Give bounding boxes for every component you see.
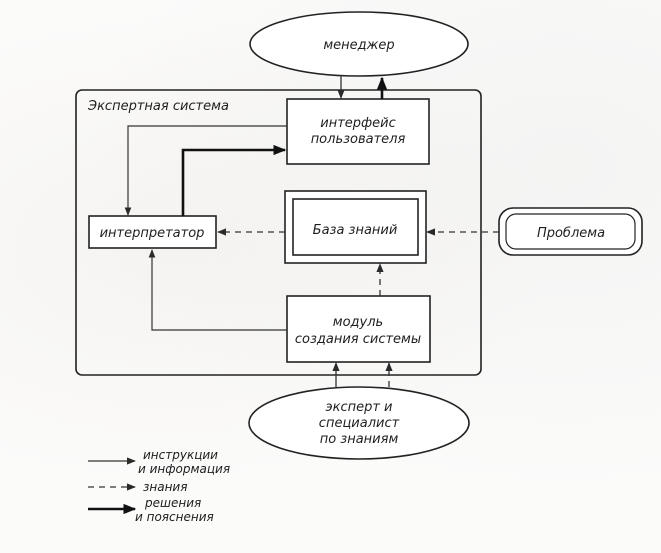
manager-ellipse bbox=[249, 11, 469, 77]
expert-system-frame bbox=[75, 89, 482, 376]
expert-label-line2: специалист bbox=[319, 416, 400, 431]
arrow-interpreter-to-ui bbox=[181, 144, 287, 216]
interpreter-label: интерпретатор bbox=[100, 226, 205, 241]
legend-decisions-line2: и пояснения bbox=[135, 510, 214, 524]
legend-knowledge: знания bbox=[143, 480, 187, 494]
knowledge-base-outer bbox=[284, 190, 427, 264]
problem-label: Проблема bbox=[537, 226, 605, 241]
creation-module-label-line1: модуль bbox=[333, 315, 383, 330]
user-interface-label-line1: интерфейс bbox=[320, 116, 395, 131]
legend-decisions-line1: решения bbox=[144, 496, 201, 510]
user-interface-box bbox=[286, 98, 430, 165]
arrow-ui-to-interpreter bbox=[124, 125, 287, 216]
legend-instructions-line2: и информация bbox=[138, 462, 230, 476]
knowledge-base-label: База знаний bbox=[313, 223, 398, 238]
problem-box-inner bbox=[505, 213, 636, 250]
expert-label-line3: по знаниям bbox=[320, 432, 399, 447]
user-interface-label-line2: пользователя bbox=[311, 132, 406, 147]
expert-label-line1: эксперт и bbox=[325, 400, 392, 415]
expert-system-label: Экспертная система bbox=[87, 99, 229, 114]
interpreter-box bbox=[88, 215, 217, 249]
expert-ellipse bbox=[248, 386, 470, 460]
creation-module-label-line2: создания системы bbox=[295, 332, 421, 347]
legend: инструкции и информация знания решения и… bbox=[88, 448, 230, 524]
creation-module-box bbox=[286, 295, 431, 363]
manager-label: менеджер bbox=[323, 38, 394, 53]
legend-instructions-line1: инструкции bbox=[143, 448, 218, 462]
arrow-module-to-interpreter bbox=[148, 249, 287, 331]
knowledge-base-inner bbox=[292, 198, 419, 256]
